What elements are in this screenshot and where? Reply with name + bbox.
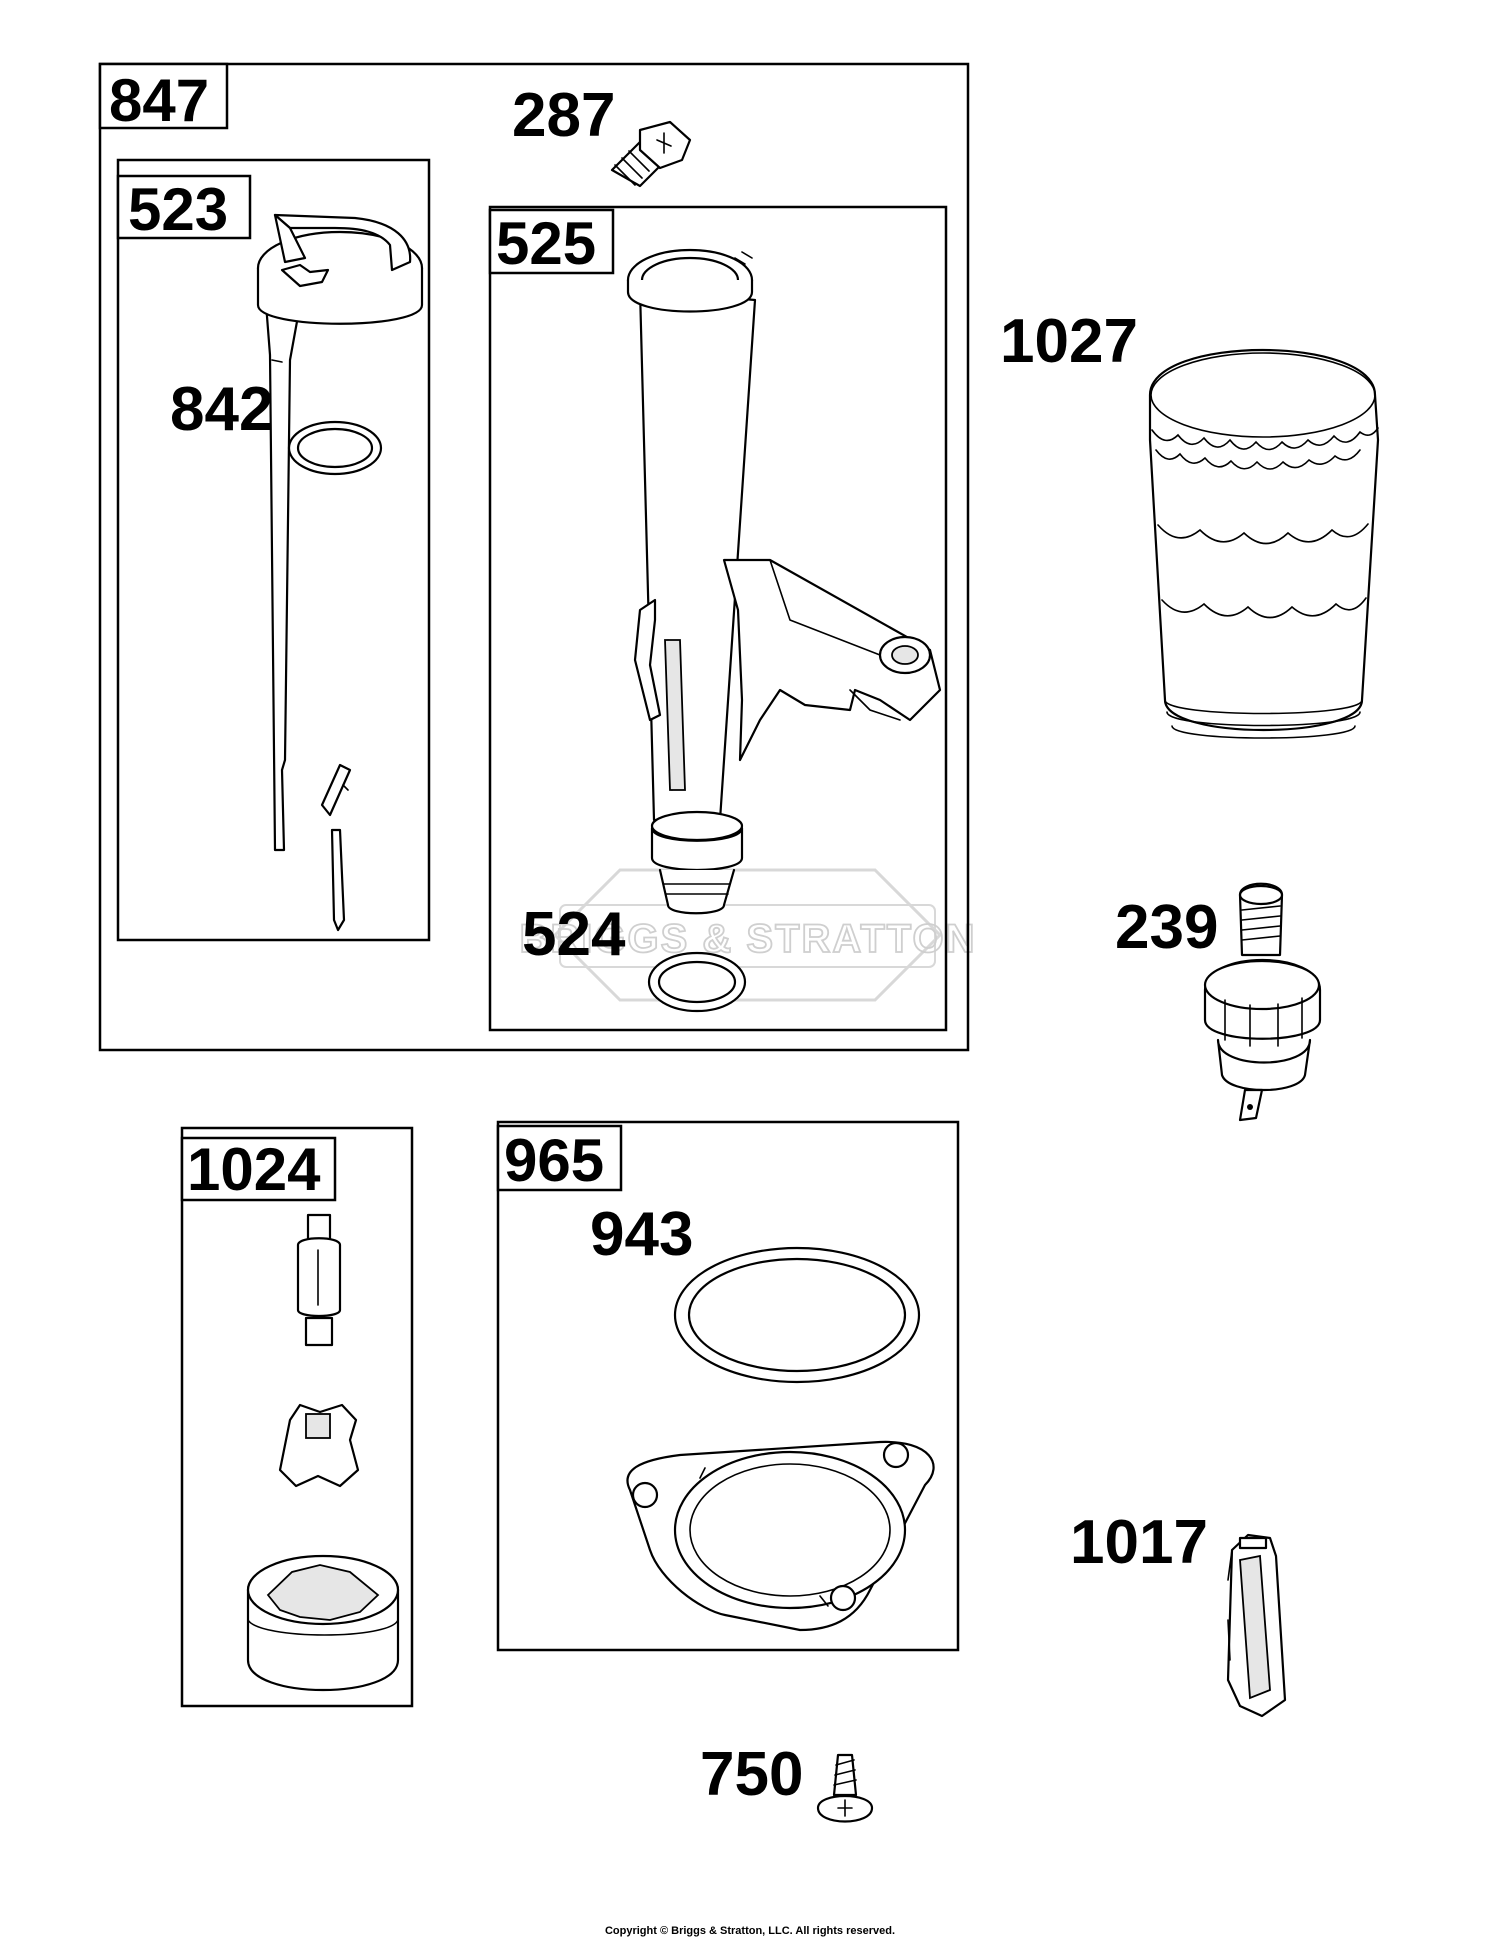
watermark-logo: BRIGGS & STRATTON xyxy=(519,868,977,1002)
part-1027-label[interactable]: 1027 xyxy=(1000,307,1138,376)
outer-rotor-part[interactable] xyxy=(246,1554,400,1692)
part-842-label[interactable]: 842 xyxy=(170,375,273,444)
part-1017-label[interactable]: 1017 xyxy=(1070,1508,1208,1577)
kit-523-box xyxy=(116,158,431,942)
kit-525-box xyxy=(488,205,948,1032)
kit-525-label[interactable]: 525 xyxy=(496,210,596,277)
part-239-label[interactable]: 239 xyxy=(1115,893,1218,962)
kit-965-label[interactable]: 965 xyxy=(504,1127,604,1194)
kit-1024-label[interactable]: 1024 xyxy=(187,1136,321,1203)
kit-965-box xyxy=(496,1120,960,1652)
part-287-label[interactable]: 287 xyxy=(512,81,615,150)
screw-287-part[interactable] xyxy=(610,120,692,188)
part-750-label[interactable]: 750 xyxy=(700,1740,803,1809)
watermark-text: BRIGGS & STRATTON xyxy=(520,917,977,961)
dipstick-tube-part[interactable] xyxy=(626,248,942,915)
pump-cover-part[interactable] xyxy=(626,1440,935,1632)
kit-523-label[interactable]: 523 xyxy=(128,176,228,243)
kit-525-tag-box xyxy=(488,208,615,275)
kit-847-tag-box xyxy=(98,62,229,130)
copyright-text: Copyright © Briggs & Stratton, LLC. All … xyxy=(605,1925,895,1937)
part-524-label[interactable]: 524 xyxy=(522,900,626,969)
part-943-label[interactable]: 943 xyxy=(590,1200,693,1269)
dipstick-part[interactable] xyxy=(256,213,424,932)
filter-adapter-part[interactable] xyxy=(1226,1533,1287,1718)
inner-rotor-part[interactable] xyxy=(278,1403,360,1488)
o-ring-842-part[interactable] xyxy=(287,420,383,476)
pressure-switch-part[interactable] xyxy=(1203,882,1322,1122)
kit-965-tag-box xyxy=(496,1124,623,1192)
kit-847-box xyxy=(98,62,970,1052)
kit-523-tag-box xyxy=(116,174,252,240)
kit-1024-box xyxy=(180,1126,414,1708)
oil-filter-part[interactable] xyxy=(1148,349,1380,739)
o-ring-524-part[interactable] xyxy=(647,951,747,1013)
kit-847-label[interactable]: 847 xyxy=(109,67,209,134)
gasket-943-part[interactable] xyxy=(673,1246,921,1384)
pump-shaft-part[interactable] xyxy=(296,1213,342,1347)
kit-1024-tag-box xyxy=(180,1136,337,1202)
screw-750-part[interactable] xyxy=(816,1753,874,1823)
